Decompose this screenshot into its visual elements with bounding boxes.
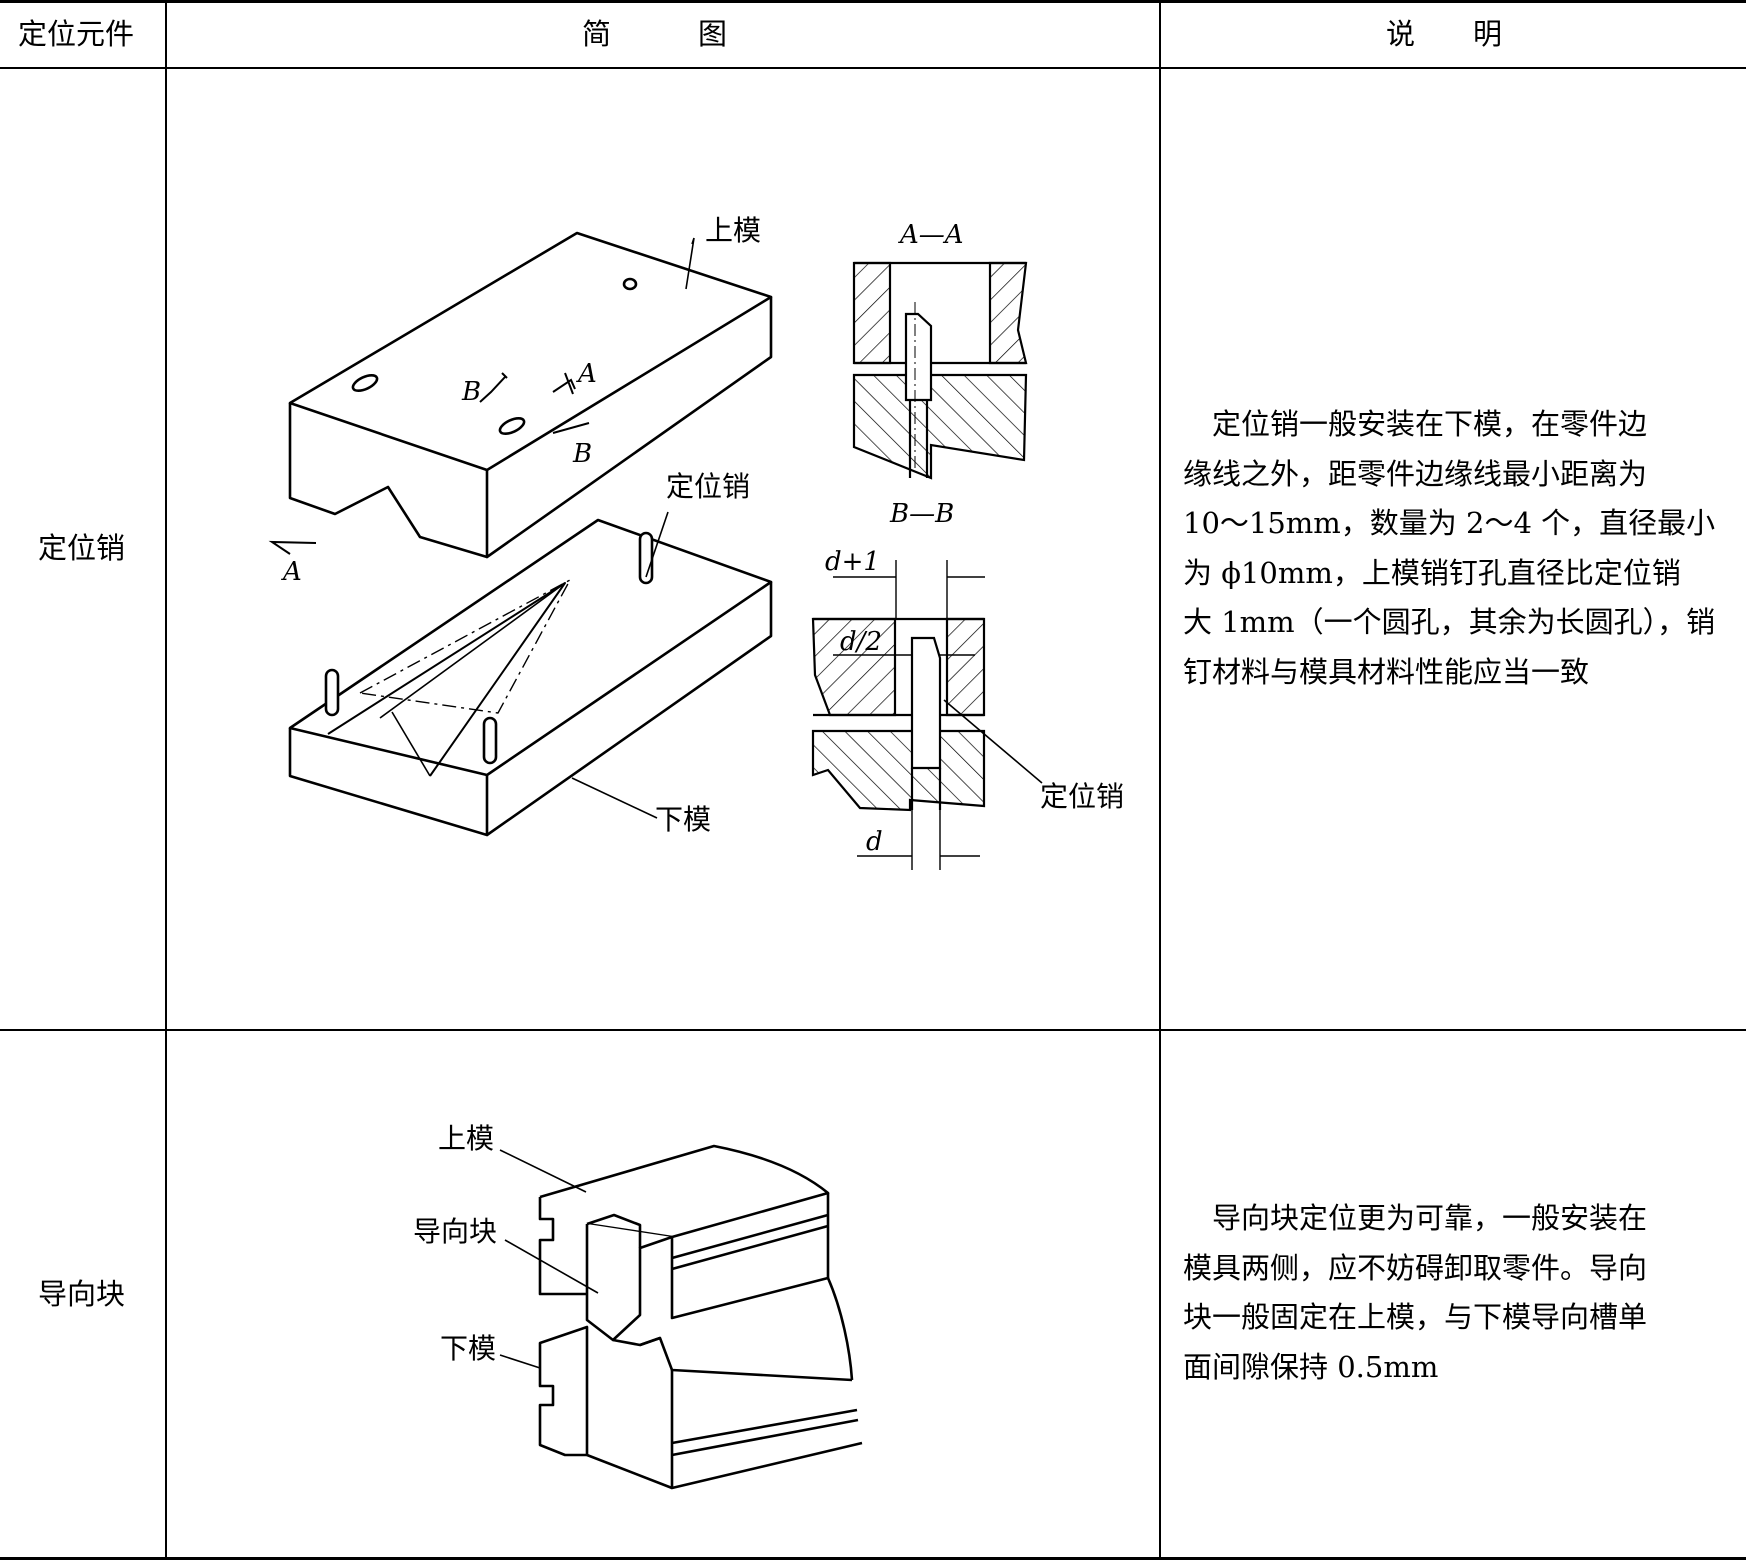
lower-die-block <box>288 518 773 837</box>
label-mark-b1: B <box>461 377 481 407</box>
row-divider <box>0 1029 1746 1031</box>
row2-desc-line: 块一般固定在上模，与下模导向槽单 <box>1183 1300 1648 1334</box>
row2-description: 导向块定位更为可靠，一般安装在 模具两侧，应不妨碍卸取零件。导向 块一般固定在上… <box>1183 1194 1723 1392</box>
row1-desc-line: 10～15mm，数量为 2～4 个，直径最小 <box>1183 506 1716 540</box>
row1-desc-line: 定位销一般安装在下模，在零件边 <box>1183 407 1648 441</box>
header-description: 说 明 <box>1386 17 1503 51</box>
label-section-bb: B—B <box>889 499 954 529</box>
row2-desc-line: 面间隙保持 0.5mm <box>1183 1349 1439 1384</box>
label-mark-a1: A <box>576 359 597 389</box>
label-mark-b2: B <box>572 439 592 469</box>
label-dim-d-half: d/2 <box>840 627 882 657</box>
row2-element-name: 导向块 <box>38 1277 126 1311</box>
row2-desc-line: 模具两侧，应不妨碍卸取零件。导向 <box>1183 1250 1648 1285</box>
label-section-aa: A—A <box>898 220 964 250</box>
row1-desc-line: 缘线之外，距零件边缘线最小距离为 <box>1183 456 1648 491</box>
label-locating-pin: 定位销 <box>666 470 750 503</box>
row1-desc-line: 为 ϕ10mm，上模销钉孔直径比定位销 <box>1183 555 1681 590</box>
header-diagram: 简 图 <box>582 17 728 51</box>
label-dim-d-plus-1: d+1 <box>825 547 880 577</box>
guide-block-figure <box>538 1144 863 1490</box>
column-divider-1 <box>165 0 167 1560</box>
column-divider-2 <box>1159 0 1161 1560</box>
header-element-type: 定位元件 <box>18 17 135 51</box>
header-bottom-rule <box>0 67 1746 69</box>
row1-desc-line: 大 1mm（一个圆孔，其余为长圆孔），销 <box>1183 605 1716 639</box>
label-guide-upper-die: 上模 <box>438 1122 494 1155</box>
label-dim-d: d <box>866 827 883 857</box>
table-bottom-border <box>0 1557 1746 1560</box>
row2-desc-line: 导向块定位更为可靠，一般安装在 <box>1183 1201 1648 1235</box>
label-mark-a2: A <box>281 557 302 587</box>
section-bb-view <box>811 560 1043 870</box>
row1-description: 定位销一般安装在下模，在零件边 缘线之外，距零件边缘线最小距离为 10～15mm… <box>1183 400 1723 697</box>
label-guide-lower-die: 下模 <box>440 1332 496 1365</box>
row1-desc-line: 钉材料与模具材料性能应当一致 <box>1183 654 1590 689</box>
label-lower-die: 下模 <box>655 803 711 836</box>
table-top-border <box>0 0 1746 3</box>
label-guide-block: 导向块 <box>413 1215 497 1248</box>
section-aa-view <box>852 261 1028 480</box>
label-locating-pin-section: 定位销 <box>1040 780 1124 813</box>
row1-element-name: 定位销 <box>38 531 126 565</box>
label-upper-die: 上模 <box>705 214 761 247</box>
upper-die-block <box>288 231 773 559</box>
